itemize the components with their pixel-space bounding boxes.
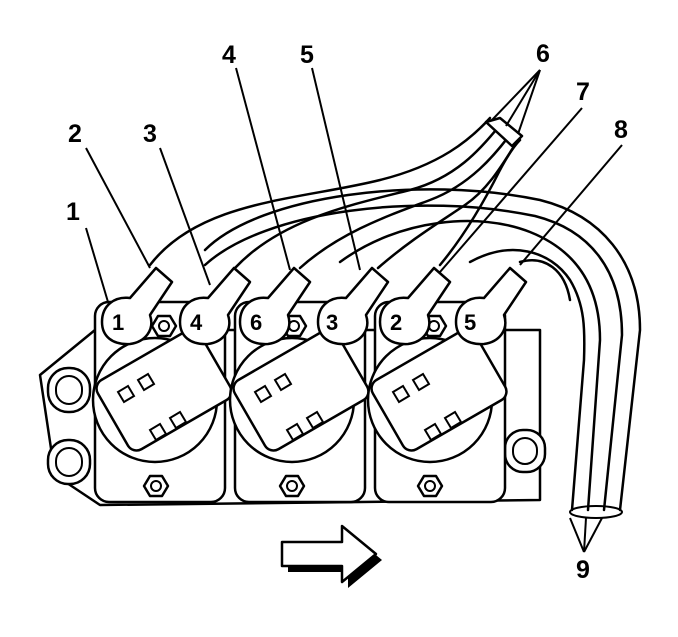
boot-number-2: 2 (390, 310, 402, 335)
coil-pack-3 (366, 300, 508, 504)
coil-pack-2 (228, 300, 370, 504)
wire-boots: 1 4 6 3 2 5 (100, 266, 528, 346)
wire-bundle-upper (148, 116, 524, 270)
boot-number-6: 6 (250, 310, 262, 335)
direction-arrow (280, 524, 382, 588)
callout-labels: 1 2 3 4 5 6 7 8 9 (66, 40, 628, 584)
callout-4: 4 (222, 41, 236, 69)
boot-cyl-4: 4 (178, 266, 252, 346)
boot-cyl-5: 5 (454, 266, 528, 346)
callout-2: 2 (68, 120, 82, 148)
callout-8: 8 (614, 116, 628, 144)
callout-9: 9 (576, 556, 590, 584)
boot-cyl-3: 3 (316, 266, 390, 346)
leader-lines (85, 67, 623, 553)
boot-number-1: 1 (112, 310, 124, 335)
callout-7: 7 (576, 78, 590, 106)
mounting-ear-right (503, 428, 547, 474)
boot-cyl-1: 1 (100, 266, 174, 346)
callout-6: 6 (536, 40, 550, 68)
boot-number-5: 5 (464, 310, 476, 335)
mounting-ears-left (46, 366, 92, 486)
coil-pack-1 (91, 300, 233, 504)
wire-bundle-right (203, 188, 642, 519)
boot-cyl-2: 2 (378, 266, 452, 346)
callout-5: 5 (300, 41, 314, 69)
callout-1: 1 (66, 198, 80, 226)
boot-number-3: 3 (326, 310, 338, 335)
boot-number-4: 4 (190, 310, 203, 335)
boot-cyl-6: 6 (238, 266, 312, 346)
callout-3: 3 (143, 120, 157, 148)
